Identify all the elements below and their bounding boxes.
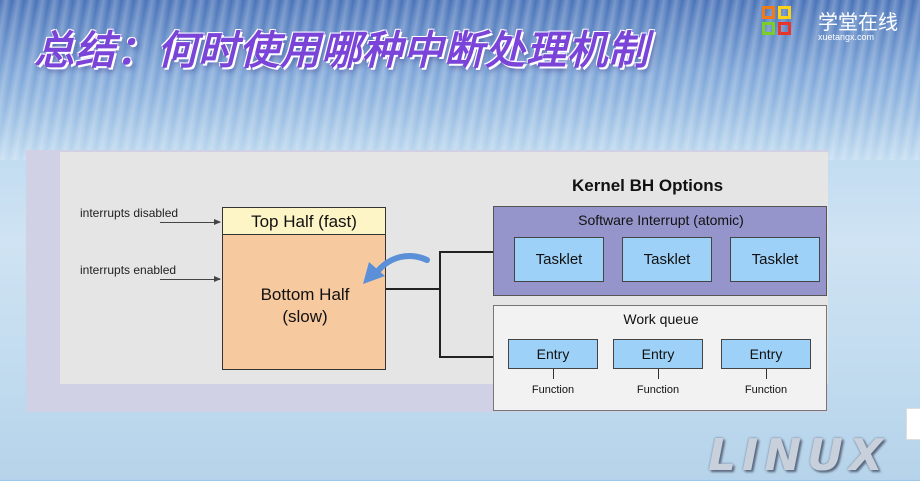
tasklet-box: Tasklet [730, 237, 820, 282]
work-queue-box: Work queue Entry Function Entry Function… [493, 305, 827, 411]
entry-stem [658, 369, 659, 379]
logo-squares-icon [762, 6, 810, 40]
software-interrupt-box: Software Interrupt (atomic) Tasklet Task… [493, 206, 827, 296]
tasklet-box: Tasklet [514, 237, 604, 282]
top-half-box: Top Half (fast) [222, 207, 386, 235]
entry-box: Entry [721, 339, 811, 369]
entry-stem [553, 369, 554, 379]
function-label: Function [744, 384, 788, 396]
bottom-half-box: Bottom Half (slow) [222, 234, 386, 370]
work-queue-title: Work queue [623, 311, 699, 327]
edge-strip [906, 408, 920, 440]
interrupts-enabled-arrow [160, 276, 221, 282]
connector-line [386, 288, 440, 290]
connector-line [439, 356, 493, 358]
interrupts-disabled-arrow [160, 219, 221, 225]
function-label: Function [636, 384, 680, 396]
header-banner [0, 0, 920, 160]
curved-arrow-icon [363, 253, 430, 284]
function-label: Function [531, 384, 575, 396]
tasklet-box: Tasklet [622, 237, 712, 282]
kernel-bh-options-title: Kernel BH Options [572, 176, 724, 195]
xuetangx-logo: 学堂在线 xuetangx.com [762, 4, 920, 44]
logo-text: 学堂在线 [818, 10, 898, 34]
entry-box: Entry [613, 339, 703, 369]
connector-line [439, 251, 441, 357]
entry-stem [766, 369, 767, 379]
linux-watermark: LINUX [708, 430, 889, 481]
bottom-half-sublabel: (slow) [282, 307, 328, 326]
bottom-half-label: Bottom Half [260, 285, 350, 304]
software-interrupt-title: Software Interrupt (atomic) [578, 212, 744, 228]
interrupts-enabled-label: interrupts enabled [80, 263, 177, 277]
connector-line [439, 251, 493, 253]
logo-url: xuetangx.com [818, 32, 875, 42]
slide-title: 总结：何时使用哪种中断处理机制 [34, 28, 649, 74]
entry-box: Entry [508, 339, 598, 369]
interrupts-disabled-label: interrupts disabled [80, 206, 179, 220]
